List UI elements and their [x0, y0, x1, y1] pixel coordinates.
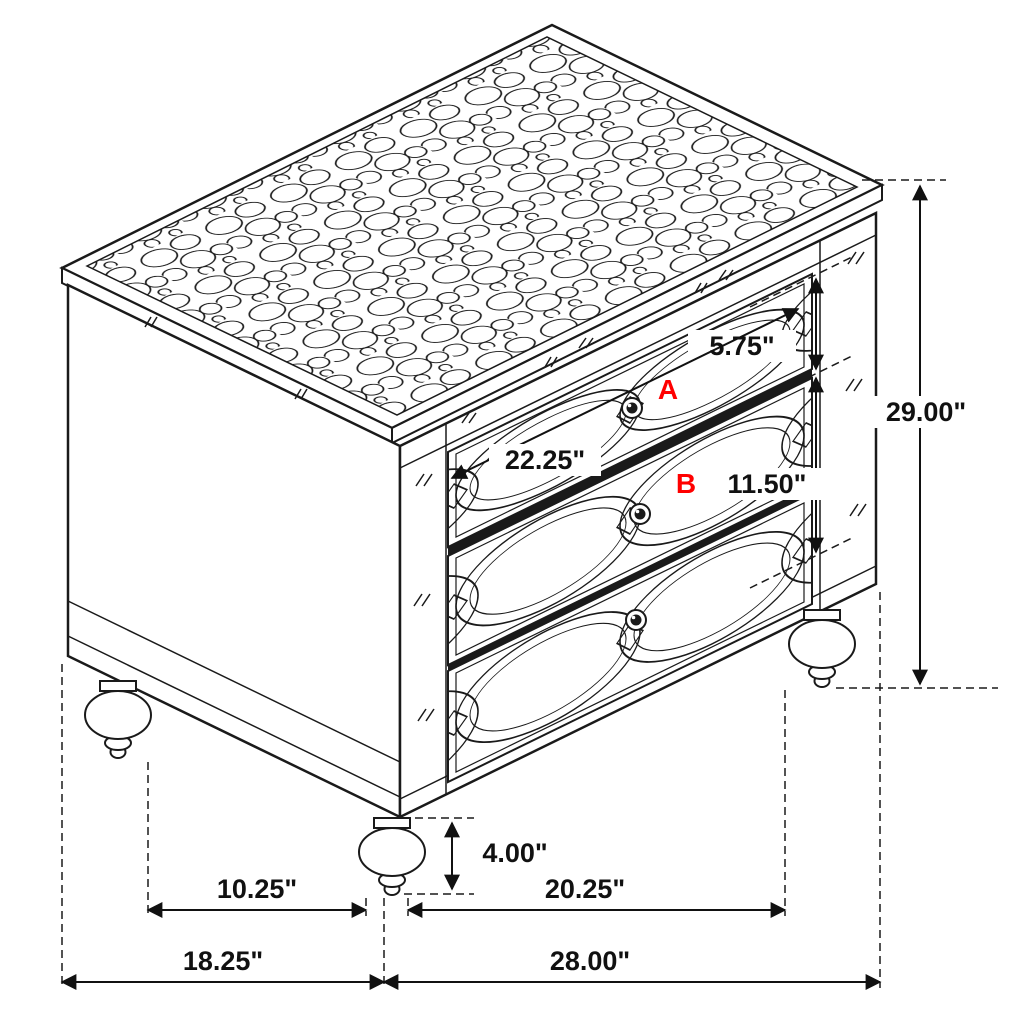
- leg-left: [84, 680, 152, 759]
- dim-leg-spacing-depth: 10.25": [146, 762, 368, 918]
- drawer-a-marker: A: [658, 374, 678, 405]
- drawer-knob-2: [629, 503, 651, 525]
- dim-label-drawer-width: 22.25": [505, 445, 585, 475]
- drawer-3: [447, 491, 813, 784]
- leg-right: [788, 609, 856, 688]
- drawer-knob-1: [621, 397, 643, 419]
- drawer-b-marker: B: [676, 468, 696, 499]
- dim-overall-depth: 18.25": [60, 664, 386, 990]
- drawer-3-fretwork: [448, 493, 812, 782]
- dim-label-leg-spacing-width: 20.25": [545, 874, 625, 904]
- dim-overall-width: 28.00": [382, 592, 882, 990]
- dim-drawer-width: 22.25": [450, 308, 800, 479]
- dim-label-overall-height: 29.00": [886, 397, 966, 427]
- drawer-knob-3: [625, 609, 647, 631]
- leg-front: [358, 817, 426, 896]
- dim-overall-height: 29.00": [836, 179, 998, 689]
- dim-label-bottom-drawer-height: 11.50": [728, 469, 807, 499]
- dim-label-overall-width: 28.00": [550, 946, 630, 976]
- dim-leg-spacing-width: 20.25": [406, 690, 787, 918]
- croc-texture-panel: [85, 36, 859, 416]
- dim-label-overall-depth: 18.25": [183, 946, 263, 976]
- dim-label-leg-height: 4.00": [482, 838, 547, 868]
- dim-label-leg-spacing-depth: 10.25": [217, 874, 297, 904]
- dim-leg-height: 4.00": [402, 817, 548, 895]
